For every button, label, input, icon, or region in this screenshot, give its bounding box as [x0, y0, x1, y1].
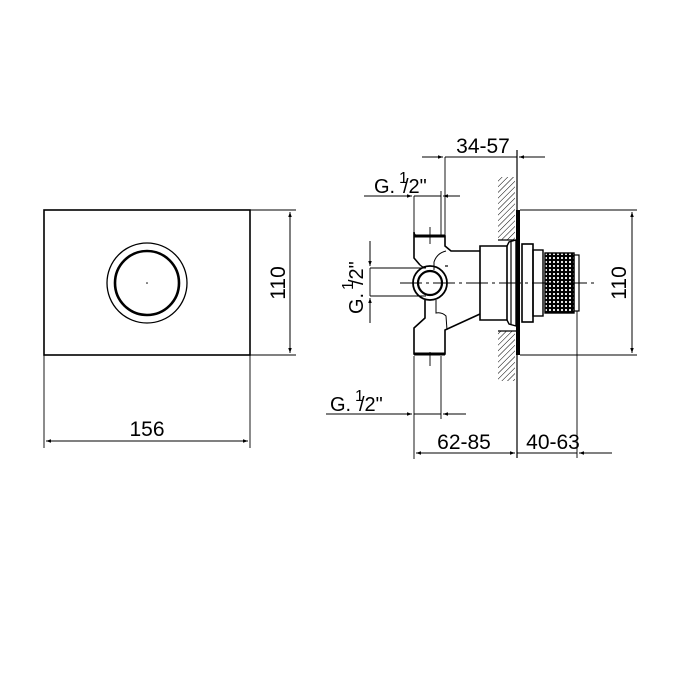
- knob-outer-ring: [106, 242, 188, 324]
- front-view: 110 156: [43, 209, 296, 448]
- knob-inner-ring: [113, 249, 181, 317]
- svg-text:/2": /2": [359, 394, 383, 416]
- svg-text:/2": /2": [403, 176, 427, 198]
- wall-hatch-top: [498, 177, 515, 240]
- svg-text:G.: G.: [374, 176, 395, 198]
- bottom-thread-label: G. 1 /2": [330, 388, 383, 416]
- svg-text:1: 1: [340, 281, 357, 290]
- side-dimensions: [326, 150, 637, 459]
- svg-text:G.: G.: [330, 394, 351, 416]
- wall-hatch-bottom: [498, 331, 515, 381]
- top-depth-label: 34-57: [456, 135, 510, 158]
- svg-text:G.: G.: [346, 293, 368, 314]
- side-height-label: 110: [608, 266, 631, 299]
- side-thread-label: G. 1 /2": [340, 261, 368, 314]
- cover-plate: [43, 209, 251, 356]
- svg-text:/2": /2": [346, 261, 368, 285]
- svg-text:1: 1: [355, 388, 364, 405]
- bottom-right-depth-label: 40-63: [526, 431, 580, 454]
- side-view: [400, 150, 595, 458]
- center-point: [146, 282, 148, 284]
- svg-text:1: 1: [399, 170, 408, 187]
- front-width-label: 156: [129, 418, 164, 441]
- front-height-label: 110: [267, 266, 290, 299]
- top-thread-label: G. 1 /2": [374, 170, 427, 198]
- bottom-left-depth-label: 62-85: [437, 431, 491, 454]
- cover-plate-side: [516, 210, 520, 355]
